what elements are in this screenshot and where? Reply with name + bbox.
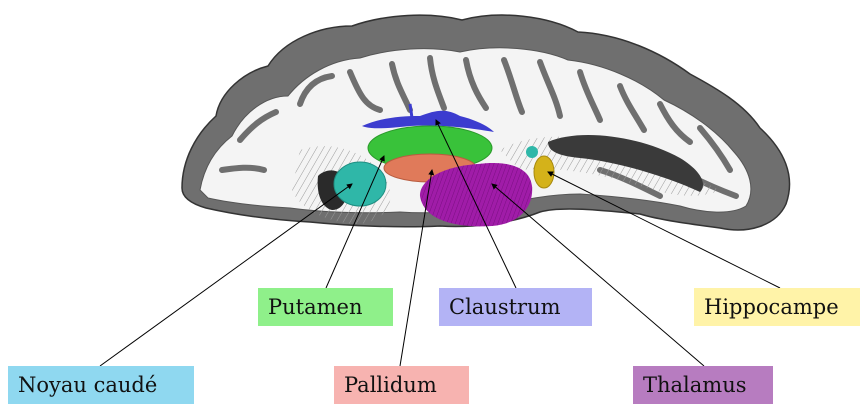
label-claustrum: Claustrum (439, 288, 592, 326)
label-thalamus: Thalamus (633, 366, 773, 404)
label-hippocampe: Hippocampe (694, 288, 860, 326)
label-pallidum: Pallidum (334, 366, 469, 404)
claustrum-branch (410, 104, 412, 118)
label-putamen: Putamen (258, 288, 393, 326)
hippocampus-region (534, 156, 554, 188)
label-noyau-caude: Noyau caudé (8, 366, 194, 404)
small-caudate-tail (526, 146, 538, 158)
